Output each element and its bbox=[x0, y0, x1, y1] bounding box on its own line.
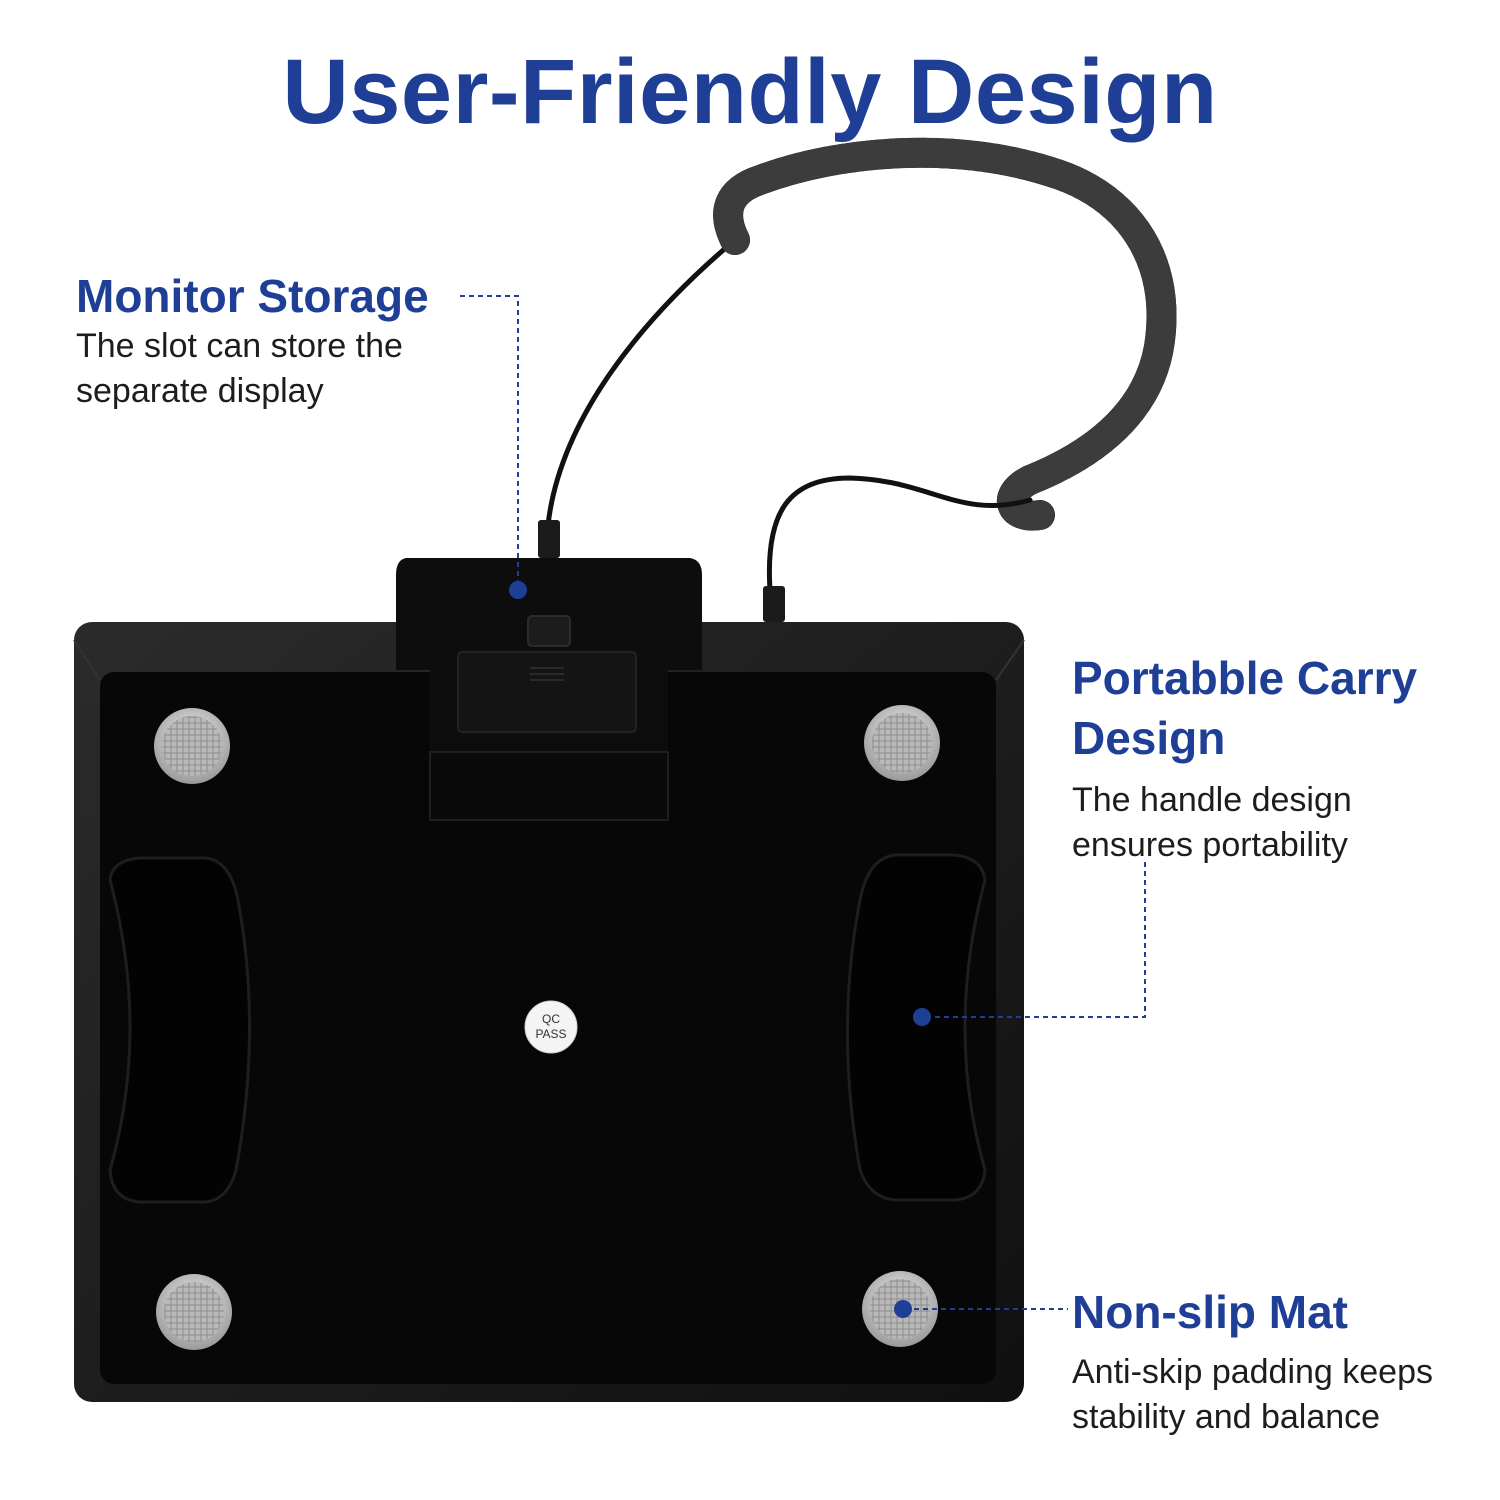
monitor-storage-desc-line1: The slot can store the bbox=[76, 327, 403, 365]
callout-lines bbox=[460, 295, 1146, 1310]
portable-carry-heading-line2: Design bbox=[1072, 712, 1226, 764]
non-slip-foot bbox=[864, 705, 940, 781]
qc-pass-badge: QC PASS bbox=[524, 1000, 578, 1054]
non-slip-desc-line2: stability and balance bbox=[1072, 1398, 1381, 1436]
non-slip-foot bbox=[154, 708, 230, 784]
cable-connector bbox=[763, 586, 785, 622]
callout-dot bbox=[913, 1008, 931, 1026]
non-slip-description: Anti-skip padding keeps stability and ba… bbox=[1072, 1350, 1492, 1440]
portable-carry-desc-line2: ensures portability bbox=[1072, 826, 1348, 864]
monitor-storage-heading: Monitor Storage bbox=[76, 270, 429, 322]
portable-carry-description: The handle design ensures portability bbox=[1072, 778, 1492, 868]
badge-line1: QC bbox=[542, 1012, 560, 1026]
monitor-storage-slot bbox=[396, 558, 702, 821]
cable-connector bbox=[538, 520, 560, 558]
non-slip-foot bbox=[156, 1274, 232, 1350]
page-title: User-Friendly Design bbox=[282, 41, 1218, 143]
portable-carry-heading: Portabble Carry Design bbox=[1072, 648, 1492, 768]
right-handle bbox=[846, 853, 987, 1202]
portable-carry-desc-line1: The handle design bbox=[1072, 781, 1352, 819]
monitor-storage-description: The slot can store the separate display bbox=[76, 324, 496, 414]
callout-dot bbox=[509, 581, 527, 599]
callout-dot bbox=[894, 1300, 912, 1318]
left-handle bbox=[108, 856, 252, 1204]
non-slip-desc-line1: Anti-skip padding keeps bbox=[1072, 1353, 1434, 1391]
badge-line2: PASS bbox=[535, 1027, 566, 1041]
monitor-storage-desc-line2: separate display bbox=[76, 372, 324, 410]
coiled-cable bbox=[545, 137, 1177, 593]
portable-carry-heading-line1: Portabble Carry bbox=[1072, 652, 1418, 704]
non-slip-heading: Non-slip Mat bbox=[1072, 1286, 1348, 1338]
